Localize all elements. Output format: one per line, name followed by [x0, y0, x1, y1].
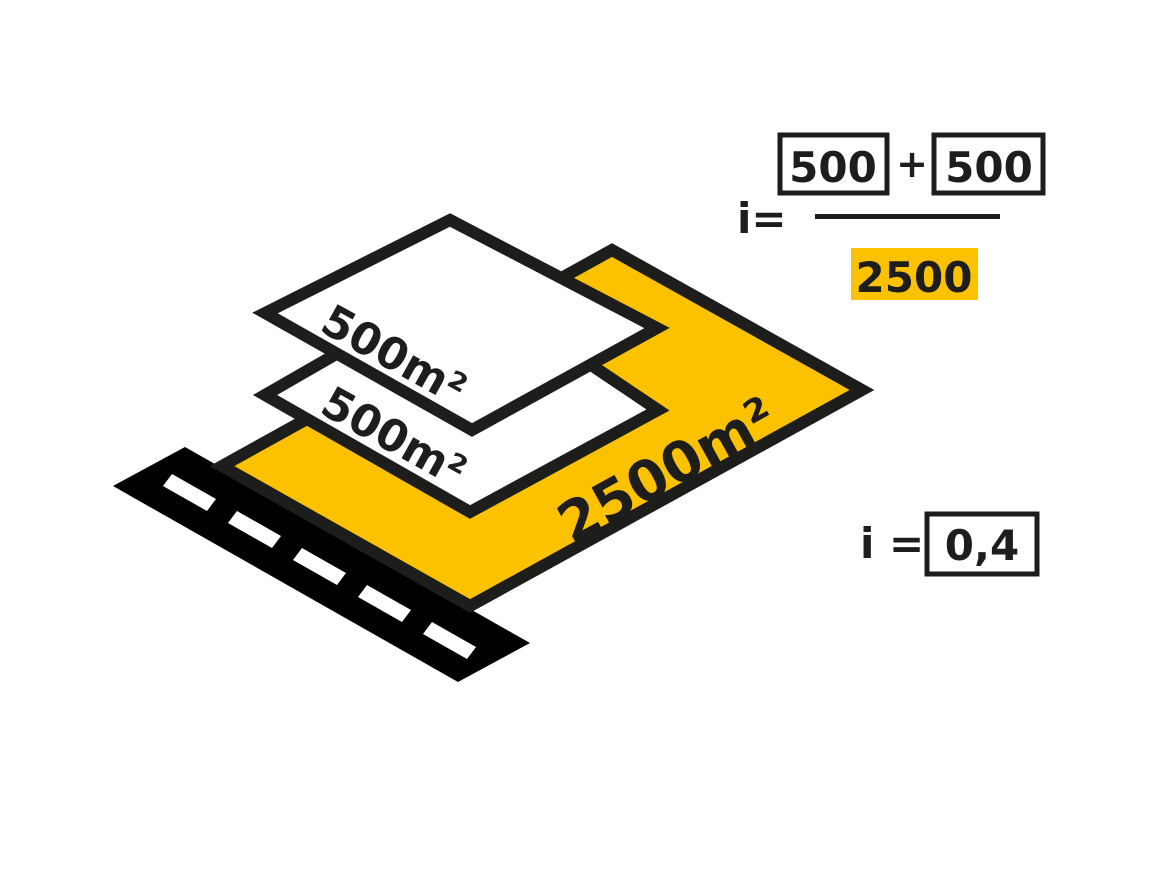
result-lhs: i = — [860, 519, 924, 568]
upper-floor — [252, 213, 670, 437]
road-markings — [163, 474, 476, 659]
road-dash — [423, 622, 476, 659]
formula-lhs: i= — [737, 194, 787, 243]
road — [113, 447, 530, 682]
term1-box — [777, 132, 890, 196]
formula: i= 500 + 500 2500 — [737, 132, 1046, 302]
road-dash — [228, 511, 281, 548]
result-value: 0,4 — [945, 521, 1019, 570]
term2-box — [931, 132, 1046, 196]
result-box — [924, 511, 1040, 577]
road-dash — [293, 548, 346, 585]
term1-value: 500 — [789, 143, 877, 192]
term2-value: 500 — [945, 143, 1033, 192]
road-dash — [163, 474, 216, 511]
road-dash — [358, 585, 411, 622]
denominator-highlight — [851, 248, 978, 300]
denominator-value: 2500 — [856, 253, 973, 302]
plus-operator: + — [896, 142, 928, 186]
result: i = 0,4 — [860, 511, 1040, 577]
fraction-bar — [815, 214, 1000, 219]
